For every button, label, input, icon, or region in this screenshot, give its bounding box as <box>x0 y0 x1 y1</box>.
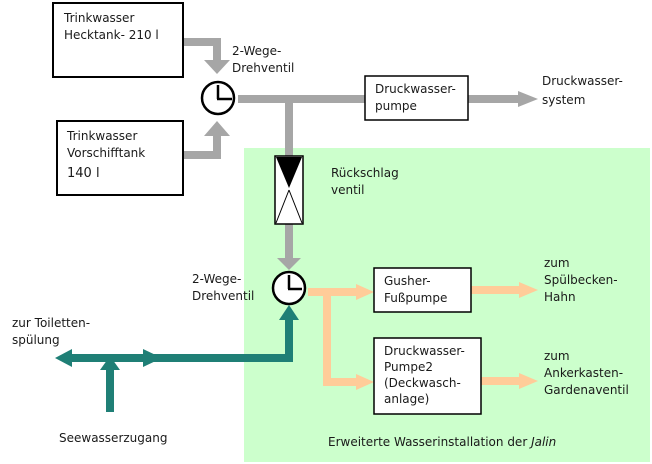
pumpe2-line1: Druckwasser- <box>384 344 465 358</box>
toilette-line2: spülung <box>12 333 60 347</box>
ankerkasten-line2: Ankerkasten- <box>544 366 623 380</box>
two-way-valve-bottom-icon <box>271 270 307 306</box>
ankerkasten-line1: zum <box>544 349 570 363</box>
vorschifftank-line3: 140 l <box>67 166 100 181</box>
druckwassersystem-line1: Druckwasser- <box>542 74 623 88</box>
vorschifftank-line1: Trinkwasser <box>66 129 137 143</box>
pumpe2-line3: (Deckwasch- <box>384 376 461 390</box>
druckwasserpumpe-line2: pumpe <box>375 99 417 113</box>
pumpe2-line4: anlage) <box>384 392 429 406</box>
druckwasserpumpe-line1: Druckwasser- <box>375 82 456 96</box>
valve-bottom-label-line2: Drehventil <box>192 289 254 303</box>
valve-bottom-label-line1: 2-Wege- <box>192 272 241 286</box>
check-valve-label-line2: ventil <box>331 183 364 197</box>
spuelbecken-line2: Spülbecken- <box>544 273 618 287</box>
seewasser-label: Seewasserzugang <box>59 431 167 445</box>
sea-water-pipes <box>55 305 299 412</box>
valve-top-label-line2: Drehventil <box>232 61 294 75</box>
extension-caption-boat: Jalin <box>529 435 556 449</box>
pumpe2-box: Druckwasser- Pumpe2 (Deckwasch- anlage) <box>373 337 482 415</box>
hecktank-line1: Trinkwasser <box>63 11 134 25</box>
spuelbecken-line3: Hahn <box>544 290 576 304</box>
check-valve-label-line1: Rückschlag <box>331 166 399 180</box>
vorschifftank-box: Trinkwasser Vorschifftank 140 l <box>56 120 184 196</box>
spuelbecken-line1: zum <box>544 256 570 270</box>
vorschifftank-line2: Vorschifftank <box>67 146 145 160</box>
check-valve-icon <box>274 155 304 225</box>
extension-caption-text: Erweiterte Wasserinstallation der <box>328 435 531 449</box>
pumpe2-line2: Pumpe2 <box>384 360 433 374</box>
gusher-box: Gusher- Fußpumpe <box>373 267 472 313</box>
two-way-valve-top-icon <box>200 80 236 116</box>
druckwassersystem-line2: system <box>542 93 585 107</box>
extension-caption: Erweiterte Wasserinstallation der Jalin <box>328 435 556 449</box>
hot-water-pipes <box>308 282 538 390</box>
fresh-water-pipes <box>183 38 538 270</box>
druckwasserpumpe-box: Druckwasser- pumpe <box>364 75 469 121</box>
gusher-line1: Gusher- <box>384 274 431 288</box>
ankerkasten-line3: Gardenaventil <box>544 383 629 397</box>
toilette-line1: zur Toiletten- <box>12 316 90 330</box>
gusher-line2: Fußpumpe <box>384 291 447 305</box>
hecktank-line2: Hecktank- 210 l <box>64 28 159 42</box>
hecktank-box: Trinkwasser Hecktank- 210 l <box>52 2 184 78</box>
valve-top-label-line1: 2-Wege- <box>232 44 281 58</box>
